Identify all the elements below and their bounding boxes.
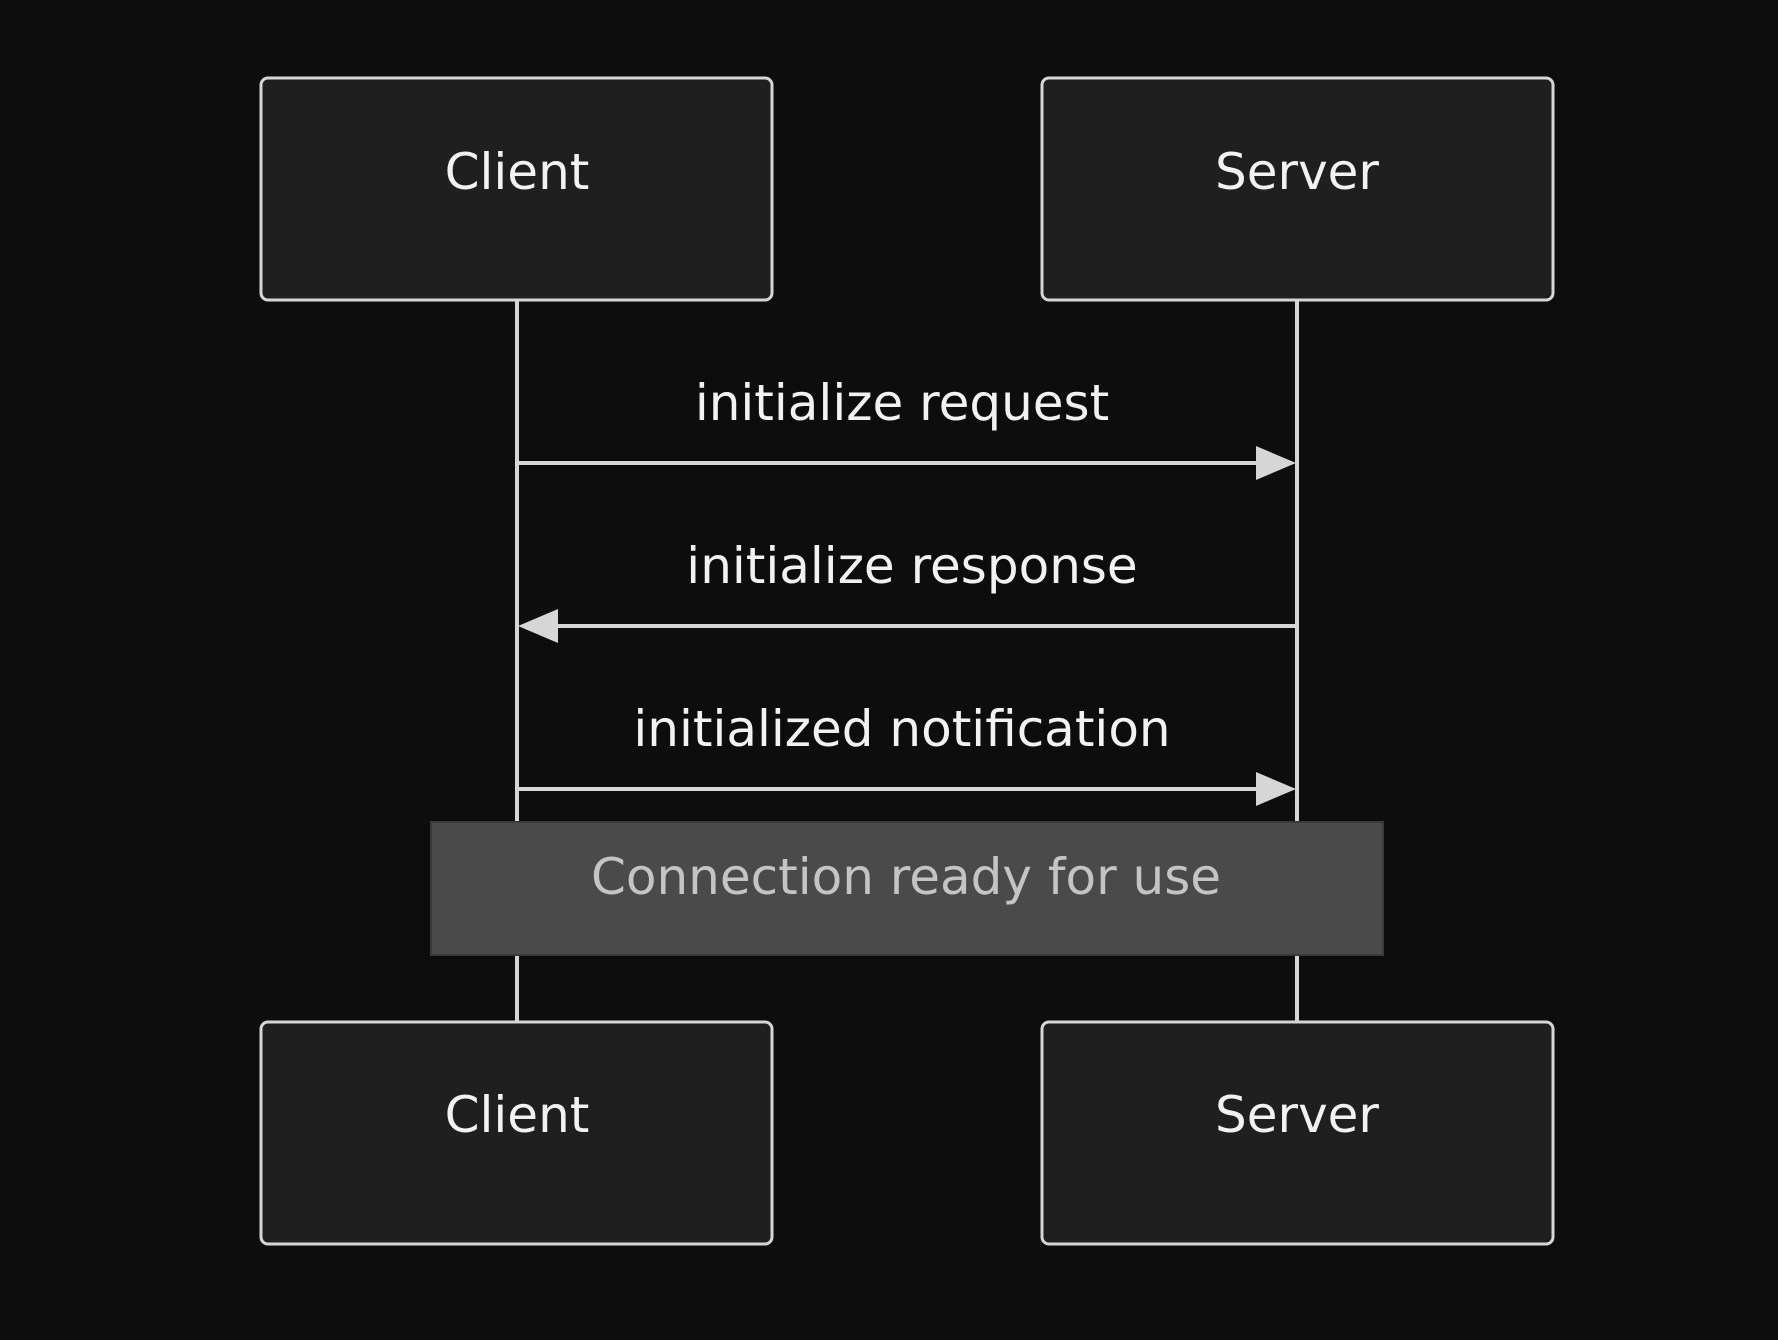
participant-server-top: Server xyxy=(1040,76,1555,302)
participant-server-bottom: Server xyxy=(1040,1020,1555,1246)
message-initialize-response-label: initialize response xyxy=(686,537,1137,595)
note-connection-ready: Connection ready for use xyxy=(430,821,1384,956)
participant-client-top: Client xyxy=(259,76,774,302)
arrowhead-right-icon xyxy=(1256,772,1296,806)
message-initialized-notification-label: initialized notification xyxy=(633,700,1170,758)
participant-server-bottom-label: Server xyxy=(1215,1086,1379,1144)
message-initialize-response: initialize response xyxy=(518,537,1297,643)
arrowhead-right-icon xyxy=(1256,446,1296,480)
participant-server-top-label: Server xyxy=(1215,143,1379,201)
arrowhead-left-icon xyxy=(518,609,558,643)
message-initialized-notification: initialized notification xyxy=(517,700,1296,806)
message-initialize-request-label: initialize request xyxy=(695,374,1109,432)
participant-client-bottom-label: Client xyxy=(445,1086,590,1144)
message-initialize-request: initialize request xyxy=(517,374,1296,480)
note-connection-ready-label: Connection ready for use xyxy=(591,848,1221,906)
participant-client-bottom: Client xyxy=(259,1020,774,1246)
participant-client-top-label: Client xyxy=(445,143,590,201)
